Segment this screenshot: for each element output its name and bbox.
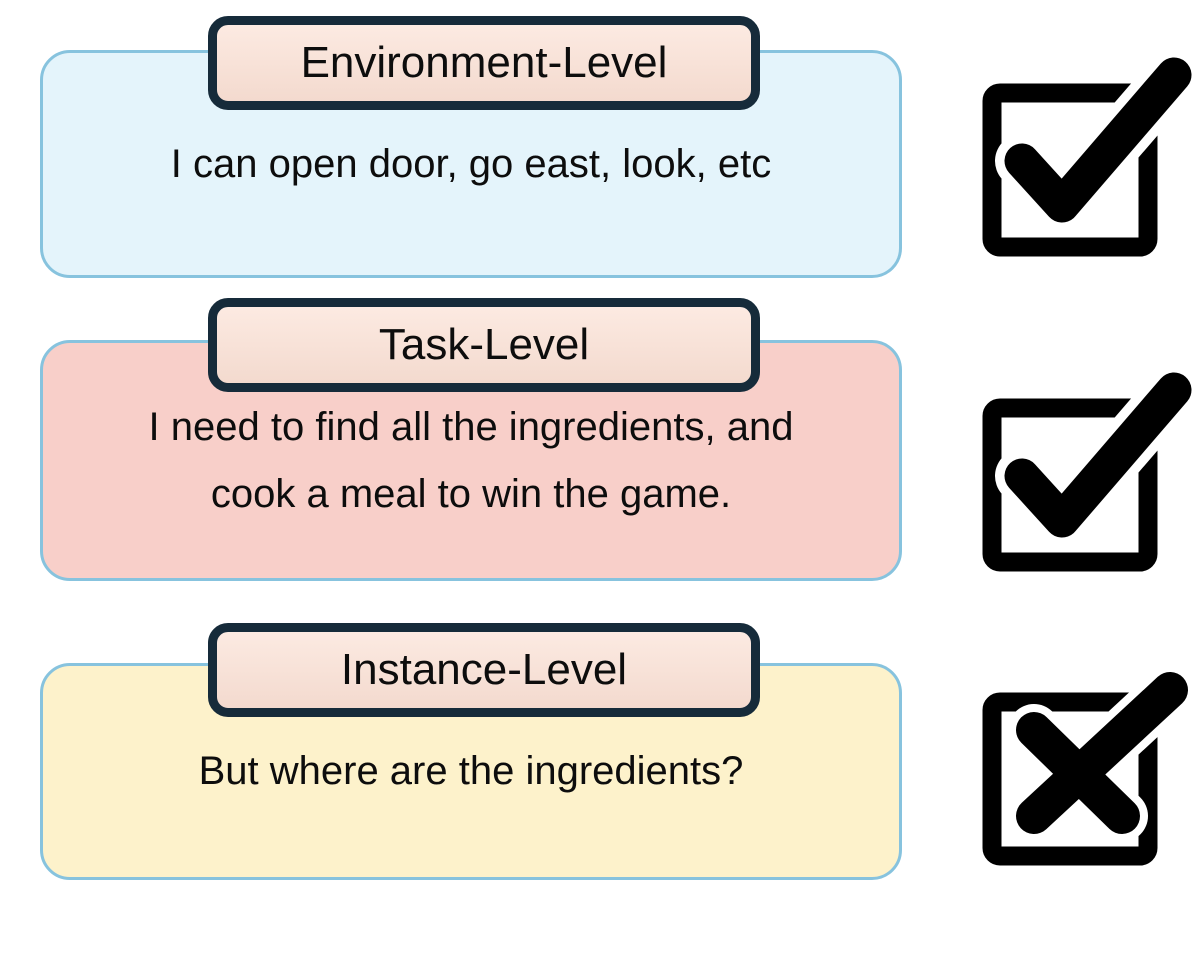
instance-level-label: Instance-Level: [208, 623, 760, 717]
instance-level-label-text: Instance-Level: [340, 645, 628, 694]
task-level-box: I need to find all the ingredients, and …: [40, 340, 902, 581]
checked-checkbox-icon: [982, 48, 1196, 257]
checked-checkbox-icon: [982, 363, 1196, 572]
instance-level-text: But where are the ingredients?: [198, 749, 744, 794]
task-level-label: Task-Level: [208, 298, 760, 392]
environment-level-text: I can open door, go east, look, etc: [170, 141, 772, 186]
environment-level-label: Environment-Level: [208, 16, 760, 110]
task-level-label-text: Task-Level: [378, 320, 590, 369]
task-level-text: I need to find all the ingredients, and …: [148, 405, 794, 516]
crossed-checkbox-icon: [982, 664, 1196, 866]
environment-level-label-text: Environment-Level: [300, 38, 668, 87]
